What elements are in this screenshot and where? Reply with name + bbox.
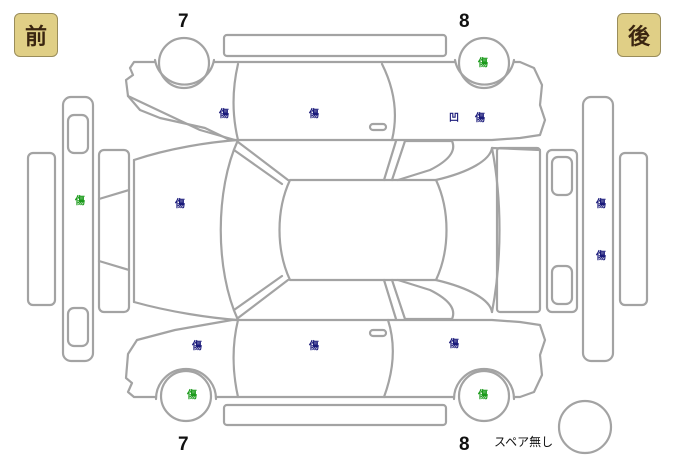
top-door-handle (368, 122, 388, 132)
bottom-door-handle (368, 328, 388, 338)
top-view (132, 138, 542, 322)
top-front-wheel[interactable] (157, 36, 211, 90)
damage-mark-top-front-door[interactable]: 傷 (309, 109, 319, 120)
spare-tire-label: スペア無し (494, 435, 554, 449)
rear-bumper[interactable] (581, 95, 615, 363)
rear-lamp-upper (550, 155, 574, 197)
front-badge: 前 (14, 13, 58, 57)
damage-mark-front-bumper[interactable]: 傷 (75, 196, 85, 207)
tire-number-bottom-rear: 8 (459, 434, 470, 455)
front-fog-lamp-lower (66, 306, 90, 348)
rear-view (545, 95, 649, 363)
damage-mark-hood[interactable]: 傷 (175, 199, 185, 210)
bottom-rear-wheel[interactable] (457, 369, 511, 423)
bottom-side-view (124, 318, 547, 427)
damage-mark-bottom-front-fender[interactable]: 傷 (192, 341, 202, 352)
front-view (26, 95, 131, 363)
damage-mark-top-rear-wheel[interactable]: 傷 (478, 58, 488, 69)
top-rocker-panel[interactable] (222, 33, 448, 58)
trunk-lid[interactable] (495, 146, 542, 314)
rear-badge: 後 (617, 13, 661, 57)
top-rear-wheel[interactable] (457, 36, 511, 90)
dent-mark-top-rear-quarter[interactable]: 凹 (449, 113, 459, 124)
roof[interactable] (278, 178, 448, 282)
damage-mark-rear-bumper-upper[interactable]: 傷 (596, 199, 606, 210)
front-grille[interactable] (97, 148, 131, 314)
damage-mark-bottom-front-wheel[interactable]: 傷 (187, 390, 197, 401)
tire-number-bottom-front: 7 (178, 434, 189, 455)
bottom-rocker-panel[interactable] (222, 403, 448, 427)
damage-mark-bottom-front-door[interactable]: 傷 (309, 341, 319, 352)
front-fog-lamp-upper (66, 113, 90, 155)
damage-mark-top-front-fender[interactable]: 傷 (219, 109, 229, 120)
spare-tire[interactable] (557, 399, 613, 455)
damage-mark-rear-bumper-lower[interactable]: 傷 (596, 251, 606, 262)
front-bumper[interactable] (61, 95, 95, 363)
rear-license-area[interactable] (618, 151, 649, 307)
damage-mark-bottom-rear-wheel[interactable]: 傷 (478, 390, 488, 401)
damage-mark-bottom-rear-quarter[interactable]: 傷 (449, 339, 459, 350)
front-license-area[interactable] (26, 151, 57, 307)
tire-number-top-rear: 8 (459, 11, 470, 32)
rear-panel[interactable] (545, 148, 579, 314)
tire-number-top-front: 7 (178, 11, 189, 32)
rear-lamp-lower (550, 264, 574, 306)
bottom-front-wheel[interactable] (159, 369, 213, 423)
damage-mark-top-rear-quarter[interactable]: 傷 (475, 113, 485, 124)
